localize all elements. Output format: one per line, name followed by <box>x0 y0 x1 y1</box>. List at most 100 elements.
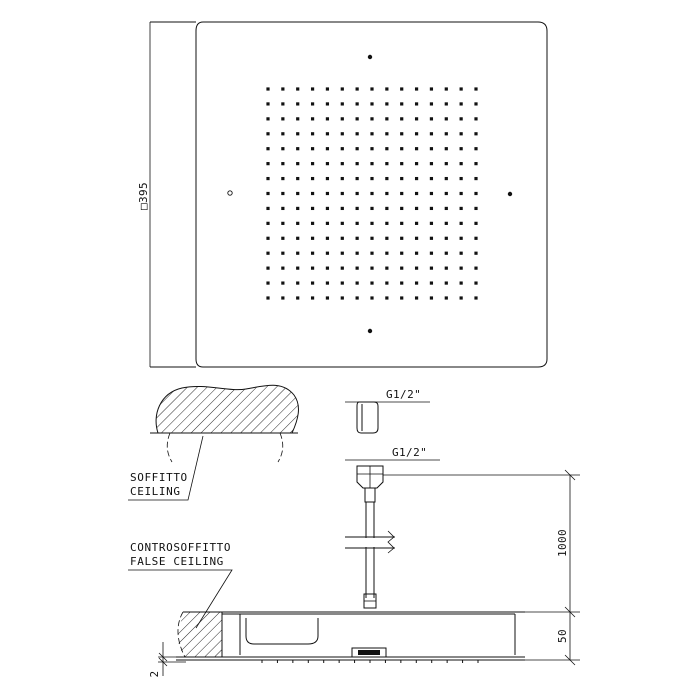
nozzle <box>429 191 434 196</box>
false-ceiling-hatch <box>177 612 222 657</box>
nozzle <box>385 266 389 270</box>
nozzle <box>340 87 344 91</box>
nozzle <box>385 176 389 181</box>
break-line <box>277 432 284 463</box>
nozzle <box>474 221 478 225</box>
nozzle <box>281 221 285 225</box>
nozzle <box>400 221 404 225</box>
nozzle <box>281 206 285 211</box>
nozzle <box>385 87 389 91</box>
nozzle <box>310 221 315 225</box>
nozzle <box>400 236 404 240</box>
nozzle <box>474 206 478 211</box>
nozzle <box>266 236 270 240</box>
nozzle <box>429 176 434 181</box>
nozzle <box>325 191 330 196</box>
nozzle <box>281 236 285 240</box>
nozzle <box>429 236 434 240</box>
nozzle <box>310 162 315 166</box>
nozzle <box>385 236 389 240</box>
nozzle <box>459 281 463 285</box>
nozzle <box>325 117 330 121</box>
nozzle <box>296 87 300 91</box>
nozzle <box>370 87 374 91</box>
nozzle <box>429 221 434 225</box>
nozzle <box>281 132 285 136</box>
nozzle <box>325 236 330 240</box>
nozzle <box>266 162 270 166</box>
nozzle <box>296 176 300 181</box>
nozzle <box>385 117 389 121</box>
nozzle <box>355 206 359 211</box>
nozzle <box>414 147 419 151</box>
false-ceiling-leader <box>128 569 233 629</box>
hose-ferrule <box>364 487 376 503</box>
nozzle <box>400 191 404 196</box>
ceiling-leader <box>128 435 204 501</box>
nozzle <box>325 296 330 300</box>
nozzle <box>474 176 478 181</box>
nozzle <box>429 162 434 166</box>
dimension-50: 50 <box>556 629 569 643</box>
ceiling-detail: SOFFITTO CEILING <box>128 384 299 501</box>
ceiling-outline <box>155 384 299 434</box>
nozzle <box>266 191 270 196</box>
nozzle <box>325 132 330 136</box>
nozzle <box>340 147 344 151</box>
nozzle <box>444 176 448 181</box>
nozzle <box>459 191 463 196</box>
nozzle <box>444 251 448 255</box>
nozzle <box>281 147 285 151</box>
nozzle <box>266 147 270 151</box>
nozzle <box>296 191 300 196</box>
nozzle <box>325 206 330 211</box>
nozzle <box>385 191 389 196</box>
nozzle <box>385 221 389 225</box>
nozzle <box>414 176 419 181</box>
nozzle <box>444 102 448 106</box>
nozzle <box>340 176 344 181</box>
dim-tick <box>158 652 168 662</box>
nozzle <box>325 147 330 151</box>
nozzle <box>370 132 374 136</box>
nozzle <box>355 296 359 300</box>
nozzle <box>340 132 344 136</box>
nozzle <box>459 117 463 121</box>
nozzle <box>414 117 419 121</box>
nozzle <box>310 102 315 106</box>
nozzle <box>370 206 374 211</box>
nozzle <box>370 281 374 285</box>
nozzle <box>325 102 330 106</box>
nozzle <box>370 117 374 121</box>
section-view <box>176 611 525 663</box>
fixing-screw-bottom <box>367 328 373 334</box>
nozzle <box>444 87 448 91</box>
fitting-body <box>356 401 379 434</box>
nozzle <box>385 206 389 211</box>
hose-top-nut <box>356 465 384 489</box>
nozzle <box>459 147 463 151</box>
nozzle <box>355 102 359 106</box>
head-inlet-core <box>358 650 380 655</box>
nozzle <box>400 281 404 285</box>
nozzle <box>474 266 478 270</box>
nozzle <box>385 102 389 106</box>
nozzle <box>340 236 344 240</box>
nozzle <box>310 176 315 181</box>
nozzle <box>429 206 434 211</box>
thread-label-top: G1/2" <box>386 388 421 401</box>
nozzle <box>370 176 374 181</box>
nozzle <box>414 251 419 255</box>
nozzle <box>414 132 419 136</box>
nozzle <box>266 117 270 121</box>
nozzle <box>444 281 448 285</box>
head-inlet <box>351 647 387 658</box>
nozzle <box>296 221 300 225</box>
nozzle <box>296 117 300 121</box>
nozzle <box>429 117 434 121</box>
nozzle <box>444 206 448 211</box>
nozzle <box>429 296 434 300</box>
nozzle <box>266 296 270 300</box>
nozzle <box>444 147 448 151</box>
nozzle <box>474 251 478 255</box>
